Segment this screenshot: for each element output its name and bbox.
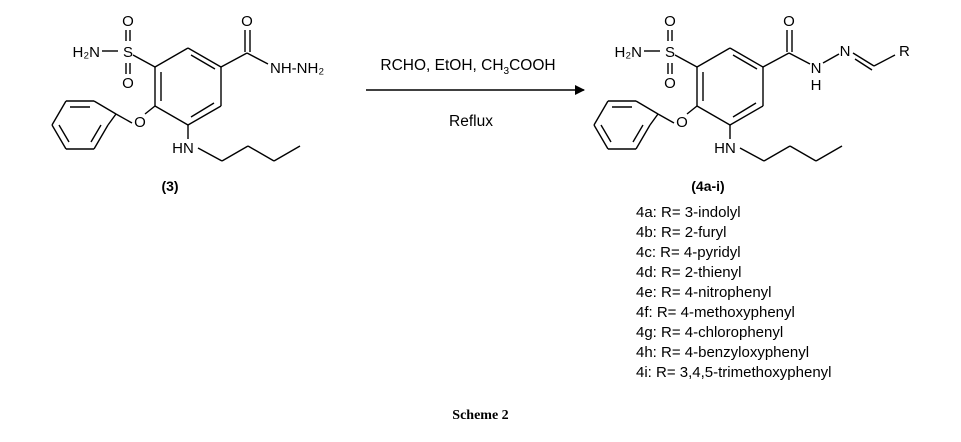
product-compound-label: (4a-i) bbox=[691, 178, 724, 194]
ether-oxygen: O bbox=[134, 114, 146, 131]
sulfur-atom: S bbox=[665, 44, 675, 61]
phenoxy-group: O bbox=[593, 100, 698, 150]
central-benzene-ring bbox=[696, 47, 764, 126]
list-item: 4c: R= 4-pyridyl bbox=[636, 244, 741, 261]
sulfonyl-oxygen-bottom: O bbox=[664, 75, 676, 92]
condition-label: Reflux bbox=[449, 113, 493, 130]
substituent-list: 4a: R= 3-indolyl 4b: R= 2-furyl 4c: R= 4… bbox=[636, 203, 832, 383]
reaction-arrow-group: RCHO, EtOH, CH3COOH Reflux bbox=[366, 57, 585, 130]
butylamino-group: HN bbox=[172, 125, 301, 162]
list-item: 4b: R= 2-furyl bbox=[636, 224, 727, 241]
sulfonyl-oxygen-bottom: O bbox=[122, 75, 134, 92]
sulfonamide-group: S O O H₂N bbox=[615, 13, 698, 92]
carbonyl-oxygen: O bbox=[241, 13, 253, 30]
list-item: 4h: R= 4-benzyloxyphenyl bbox=[636, 344, 810, 361]
butylamino-group: HN bbox=[714, 125, 843, 162]
sulfonamide-group: S O O H₂N bbox=[73, 13, 156, 92]
hydrazone-group: O N H N R bbox=[762, 13, 910, 94]
list-item: 4g: R= 4-chlorophenyl bbox=[636, 324, 784, 341]
reagents-label: RCHO, EtOH, CH3COOH bbox=[380, 57, 555, 77]
list-item: 4i: R= 3,4,5-trimethoxyphenyl bbox=[636, 364, 832, 381]
r-group-label: R bbox=[899, 43, 910, 60]
sulfur-atom: S bbox=[123, 44, 133, 61]
amino-label: H₂N bbox=[615, 44, 643, 61]
list-item: 4a: R= 3-indolyl bbox=[636, 204, 741, 221]
ether-oxygen: O bbox=[676, 114, 688, 131]
amide-hydrogen: H bbox=[811, 77, 822, 94]
imine-nitrogen: N bbox=[840, 43, 851, 60]
central-benzene-ring bbox=[154, 47, 222, 126]
list-item: 4e: R= 4-nitrophenyl bbox=[636, 284, 772, 301]
product-structure: S O O H₂N O N H N R O bbox=[593, 13, 910, 194]
list-item: 4f: R= 4-methoxyphenyl bbox=[636, 304, 795, 321]
hydrazide-label: NH-NH₂ bbox=[270, 60, 324, 77]
hydrazide-group: O NH-NH₂ bbox=[220, 13, 324, 77]
sulfonyl-oxygen-top: O bbox=[122, 13, 134, 30]
reactant-structure: S O O H₂N O NH-NH₂ O bbox=[51, 13, 324, 194]
reactant-compound-label: (3) bbox=[161, 178, 178, 194]
amine-label: HN bbox=[714, 140, 736, 157]
amide-nitrogen: N bbox=[811, 60, 822, 77]
phenoxy-group: O bbox=[51, 100, 156, 150]
amino-label: H₂N bbox=[73, 44, 101, 61]
carbonyl-oxygen: O bbox=[783, 13, 795, 30]
amine-label: HN bbox=[172, 140, 194, 157]
list-item: 4d: R= 2-thienyl bbox=[636, 264, 742, 281]
sulfonyl-oxygen-top: O bbox=[664, 13, 676, 30]
scheme-caption: Scheme 2 bbox=[452, 408, 509, 423]
